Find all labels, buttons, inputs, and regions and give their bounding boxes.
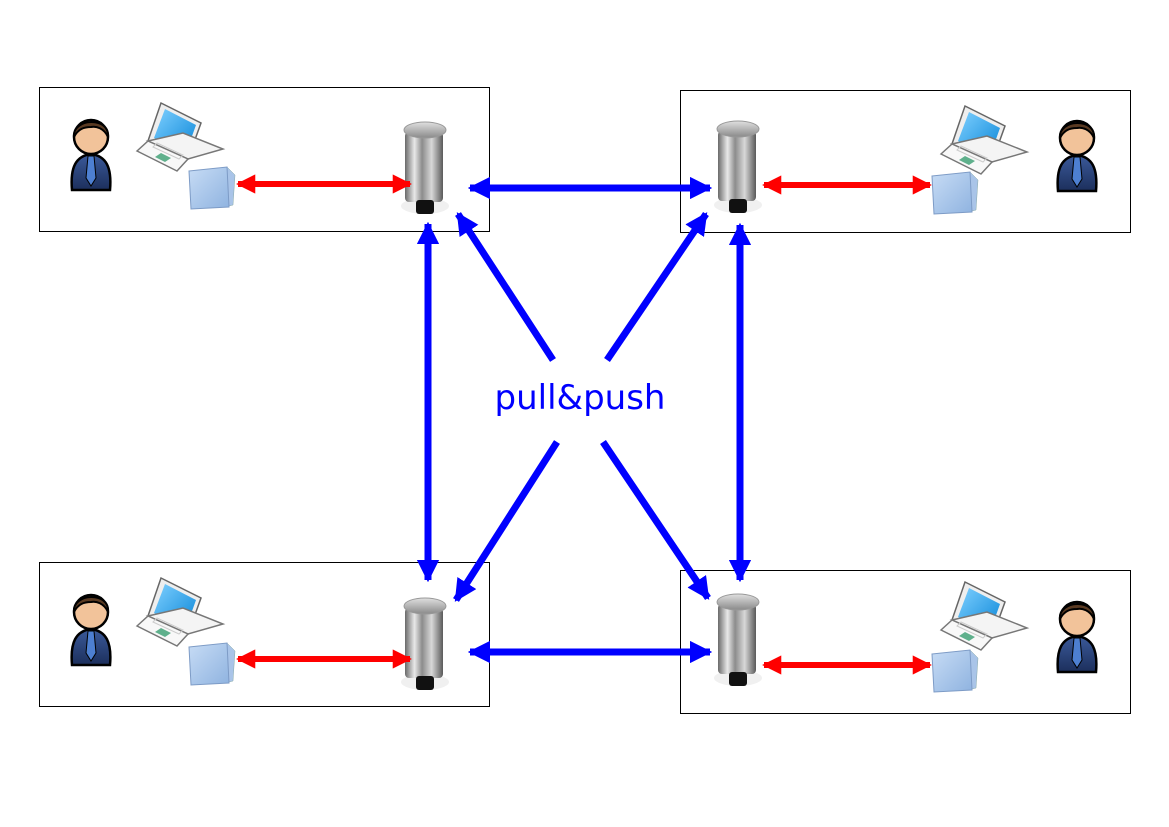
pull-push-label: pull&push	[494, 378, 666, 418]
sync-arrow-diag-to-bottom-left	[453, 440, 560, 602]
sync-arrow-diag-to-top-right	[604, 212, 709, 362]
sync-arrow-diag-to-top-left	[455, 212, 556, 362]
sync-arrow-diag-to-bottom-right	[600, 440, 711, 600]
